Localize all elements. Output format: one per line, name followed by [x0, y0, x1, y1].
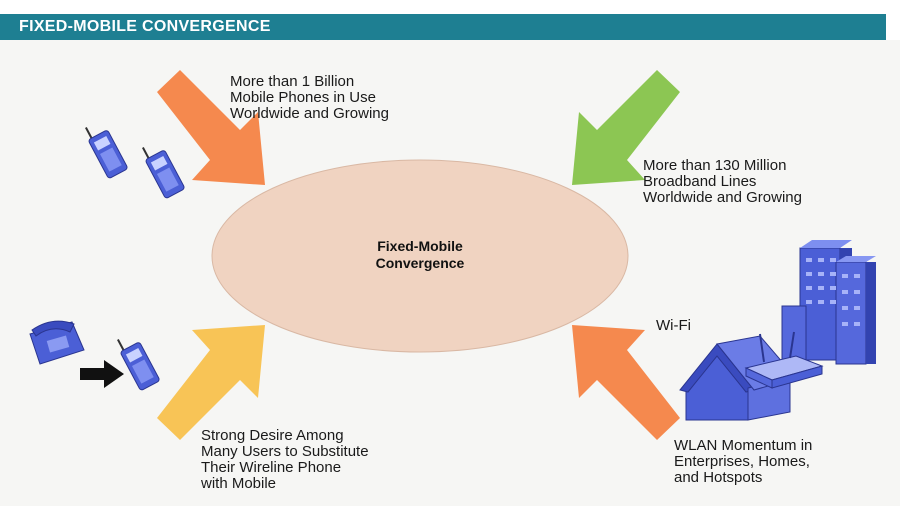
arrow-bottom-left [157, 325, 265, 440]
office-building-icon [781, 240, 876, 365]
page-title: FIXED-MOBILE CONVERGENCE [19, 18, 271, 35]
header: FIXED-MOBILE CONVERGENCE [0, 14, 900, 42]
convergence-ellipse [211, 159, 629, 353]
desk-phone-icon [29, 320, 85, 365]
center-label: Fixed-Mobile Convergence [375, 238, 465, 271]
callout-mobile-phones: More than 1 Billion Mobile Phones in Use… [230, 73, 389, 122]
mobile-phone-icon [85, 127, 128, 179]
arrow-bottom-right [572, 325, 680, 440]
arrow-top-left [157, 70, 265, 185]
callout-broadband-lines: More than 130 Million Broadband Lines Wo… [643, 157, 802, 206]
arrow-top-right [572, 70, 680, 185]
wifi-label: Wi-Fi [656, 317, 691, 334]
mobile-phone-icon [117, 339, 160, 391]
header-bar [0, 14, 886, 40]
callout-wireline-substitution: Strong Desire Among Many Users to Substi… [201, 427, 369, 492]
wireless-router-icon [744, 331, 824, 389]
callout-wlan-momentum: WLAN Momentum in Enterprises, Homes, and… [674, 437, 813, 486]
mobile-phone-icon [142, 147, 185, 199]
right-arrow-icon [80, 360, 124, 388]
